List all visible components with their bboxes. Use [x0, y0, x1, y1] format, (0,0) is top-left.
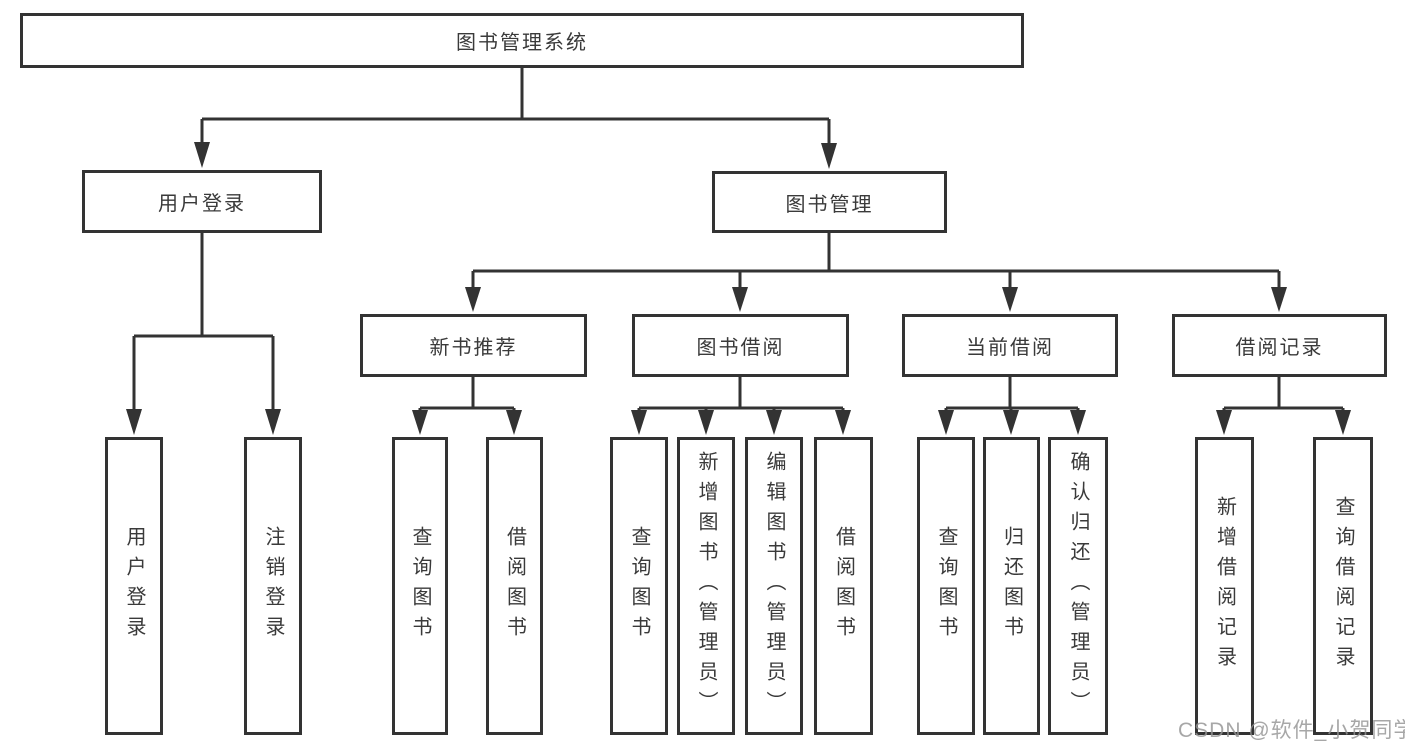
node-label: 当前借阅 — [966, 337, 1054, 359]
node-label: 查询图书 — [409, 526, 431, 646]
node-label: 查询图书 — [935, 526, 957, 646]
arrowhead-icon — [412, 410, 428, 435]
node-book-management: 图书管理 — [712, 171, 947, 233]
node-new-book-recommend: 新书推荐 — [360, 314, 587, 377]
node-label: 图书管理 — [785, 193, 874, 216]
node-label: 编辑图书（管理员） — [763, 451, 785, 721]
node-label: 借阅记录 — [1235, 337, 1324, 359]
arrowhead-icon — [732, 287, 748, 312]
leaf-edit-book-admin: 编辑图书（管理员） — [745, 437, 803, 735]
leaf-add-borrow-record: 新增借阅记录 — [1195, 437, 1254, 735]
arrowhead-icon — [835, 410, 851, 435]
leaf-return-book: 归还图书 — [983, 437, 1040, 735]
node-current-borrow: 当前借阅 — [902, 314, 1118, 377]
node-user-login: 用户登录 — [82, 170, 322, 233]
leaf-user-login: 用户登录 — [105, 437, 163, 735]
arrowhead-icon — [1002, 287, 1018, 312]
node-root-label: 图书管理系统 — [456, 32, 588, 54]
leaf-borrow-books: 借阅图书 — [814, 437, 873, 735]
node-borrow-records: 借阅记录 — [1172, 314, 1387, 377]
leaf-query-books-borrow: 查询图书 — [610, 437, 668, 735]
node-label: 查询借阅记录 — [1332, 496, 1354, 676]
connector-bookborrow-to-leaves — [637, 377, 845, 421]
arrowhead-icon — [1003, 410, 1019, 435]
node-root: 图书管理系统 — [20, 13, 1024, 68]
leaf-confirm-return-admin: 确认归还（管理员） — [1048, 437, 1108, 735]
connector-root-to-level2 — [200, 68, 831, 150]
arrowhead-icon — [938, 410, 954, 435]
leaf-add-book-admin: 新增图书（管理员） — [677, 437, 735, 735]
arrowhead-icon — [506, 410, 522, 435]
arrowhead-icon — [126, 409, 142, 435]
connector-newbookrec-to-leaves — [418, 377, 516, 421]
arrowhead-icon — [1335, 410, 1351, 435]
connector-currentborrow-to-leaves — [944, 377, 1080, 421]
arrowhead-icon — [631, 410, 647, 435]
watermark: CSDN @软件_小贺同学 — [1178, 719, 1405, 742]
leaf-query-books-recommend: 查询图书 — [392, 437, 448, 735]
node-label: 借阅图书 — [832, 526, 855, 646]
node-book-borrow: 图书借阅 — [632, 314, 849, 377]
node-label: 用户登录 — [158, 193, 246, 215]
arrowhead-icon — [465, 287, 481, 312]
connector-borrowrecords-to-leaves — [1222, 377, 1345, 421]
arrowhead-icon — [1070, 410, 1086, 435]
connector-userlogin-to-leaves — [132, 233, 275, 421]
leaf-query-borrow-record: 查询借阅记录 — [1313, 437, 1373, 735]
arrowhead-icon — [698, 410, 714, 435]
node-label: 新增图书（管理员） — [695, 451, 717, 721]
arrowhead-icon — [766, 410, 782, 435]
node-label: 确认归还（管理员） — [1067, 451, 1089, 721]
leaf-query-books-current: 查询图书 — [917, 437, 975, 735]
node-label: 查询图书 — [628, 526, 650, 646]
connector-bookmgmt-to-level3 — [471, 233, 1281, 298]
arrowhead-icon — [1216, 410, 1232, 435]
node-label: 用户登录 — [123, 526, 145, 646]
node-label: 归还图书 — [1000, 526, 1023, 646]
node-label: 新书推荐 — [429, 337, 518, 359]
leaf-logout: 注销登录 — [244, 437, 302, 735]
arrowhead-icon — [1271, 287, 1287, 312]
node-label: 新增借阅记录 — [1213, 496, 1236, 676]
node-label: 图书借阅 — [696, 337, 785, 359]
arrowhead-icon — [194, 142, 210, 168]
arrowhead-icon — [821, 143, 837, 169]
node-label: 注销登录 — [262, 526, 284, 646]
leaf-borrow-books-recommend: 借阅图书 — [486, 437, 543, 735]
arrowhead-icon — [265, 409, 281, 435]
node-label: 借阅图书 — [503, 526, 526, 646]
